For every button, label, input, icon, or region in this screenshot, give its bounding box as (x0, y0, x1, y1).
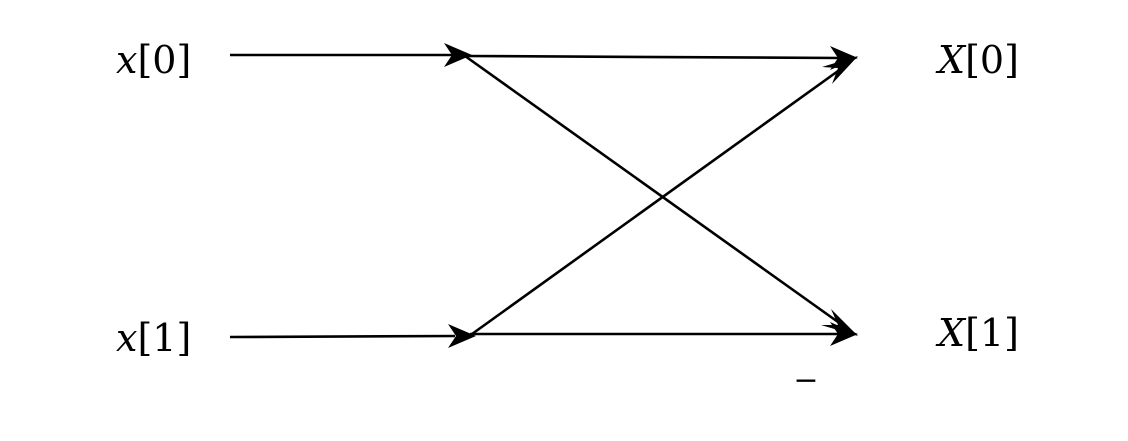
input-arrowhead-x0 (444, 43, 472, 67)
input-arrowhead-x1 (448, 324, 476, 348)
minus-sign: − (793, 363, 818, 398)
edge-cross-down (464, 54, 846, 329)
input-label-x0: x[0] (116, 38, 191, 82)
arrowhead-cross-down (821, 309, 858, 336)
input-label-x1: x[1] (116, 316, 191, 360)
edge-cross-up (471, 64, 846, 336)
edge-top-straight (464, 54, 843, 60)
output-label-X0: X[0] (935, 38, 1019, 82)
output-label-X1: X[1] (935, 311, 1019, 355)
input-edge-x1 (229, 334, 456, 339)
arrowhead-cross-up (822, 56, 858, 84)
